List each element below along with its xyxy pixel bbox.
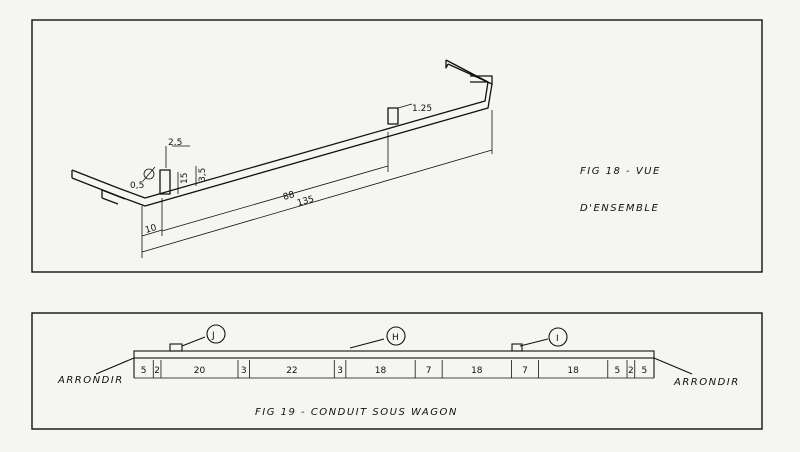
segment-label: 5 [615,366,621,376]
left-hook-bottom [101,189,126,205]
callout-j-circle [206,324,226,344]
fig18-frame [31,19,763,273]
callout-i-circle [548,327,568,347]
flat-bar [133,350,655,359]
segment-label: 18 [471,366,483,376]
left-note: ARRONDIR [57,375,124,386]
dim-88-line [161,165,389,232]
callout-j: J [211,331,215,341]
diameter-symbol [143,168,155,180]
segment-label: 2 [628,366,634,376]
fig19-conduit [95,324,693,378]
segment-label: 18 [375,366,387,376]
right-end [445,60,449,69]
segment-label: 2 [154,366,160,376]
segment-label: 18 [567,366,579,376]
segment-label: 7 [522,366,528,376]
tab-j [169,343,183,352]
dim-135: 135 [296,195,315,209]
segment-label: 5 [642,366,648,376]
fig19-frame [31,312,763,430]
dim-135-line [141,149,493,253]
segment-label: 22 [286,366,297,376]
fig18-caption-line1: FIG 18 - VUE [580,166,661,177]
rail-inner [117,59,489,199]
dim-10: 10 [144,223,158,236]
segment-label: 7 [426,366,432,376]
dim-3-5: 3,5 [198,168,208,182]
rail-outer [117,63,493,207]
dim-2-5: 2.5 [168,138,182,148]
tab-right [387,107,399,125]
tab-left [159,169,171,195]
callout-i: I [556,334,559,344]
fig18-caption-line2: D'ENSEMBLE [580,203,659,214]
dim-1-25: 1.25 [412,104,432,114]
segment-label: 5 [141,366,147,376]
dim-0-5: 0,5 [130,181,144,191]
segment-label: 3 [241,366,247,376]
dim-15: 15 [180,173,190,184]
fig18-dimensions [141,103,493,258]
tab-i [511,343,523,352]
segment-label: 20 [194,366,206,376]
segment-label: 3 [337,366,343,376]
dim-88: 88 [282,190,296,203]
right-note: ARRONDIR [673,377,740,388]
callout-h: H [392,333,399,343]
dim-10-line [141,229,163,237]
callout-h-circle [386,326,406,346]
right-hook [470,75,493,84]
left-hook-top [71,169,119,197]
fig18-conduit [71,59,493,207]
fig19-caption: FIG 19 - CONDUIT SOUS WAGON [255,407,458,418]
